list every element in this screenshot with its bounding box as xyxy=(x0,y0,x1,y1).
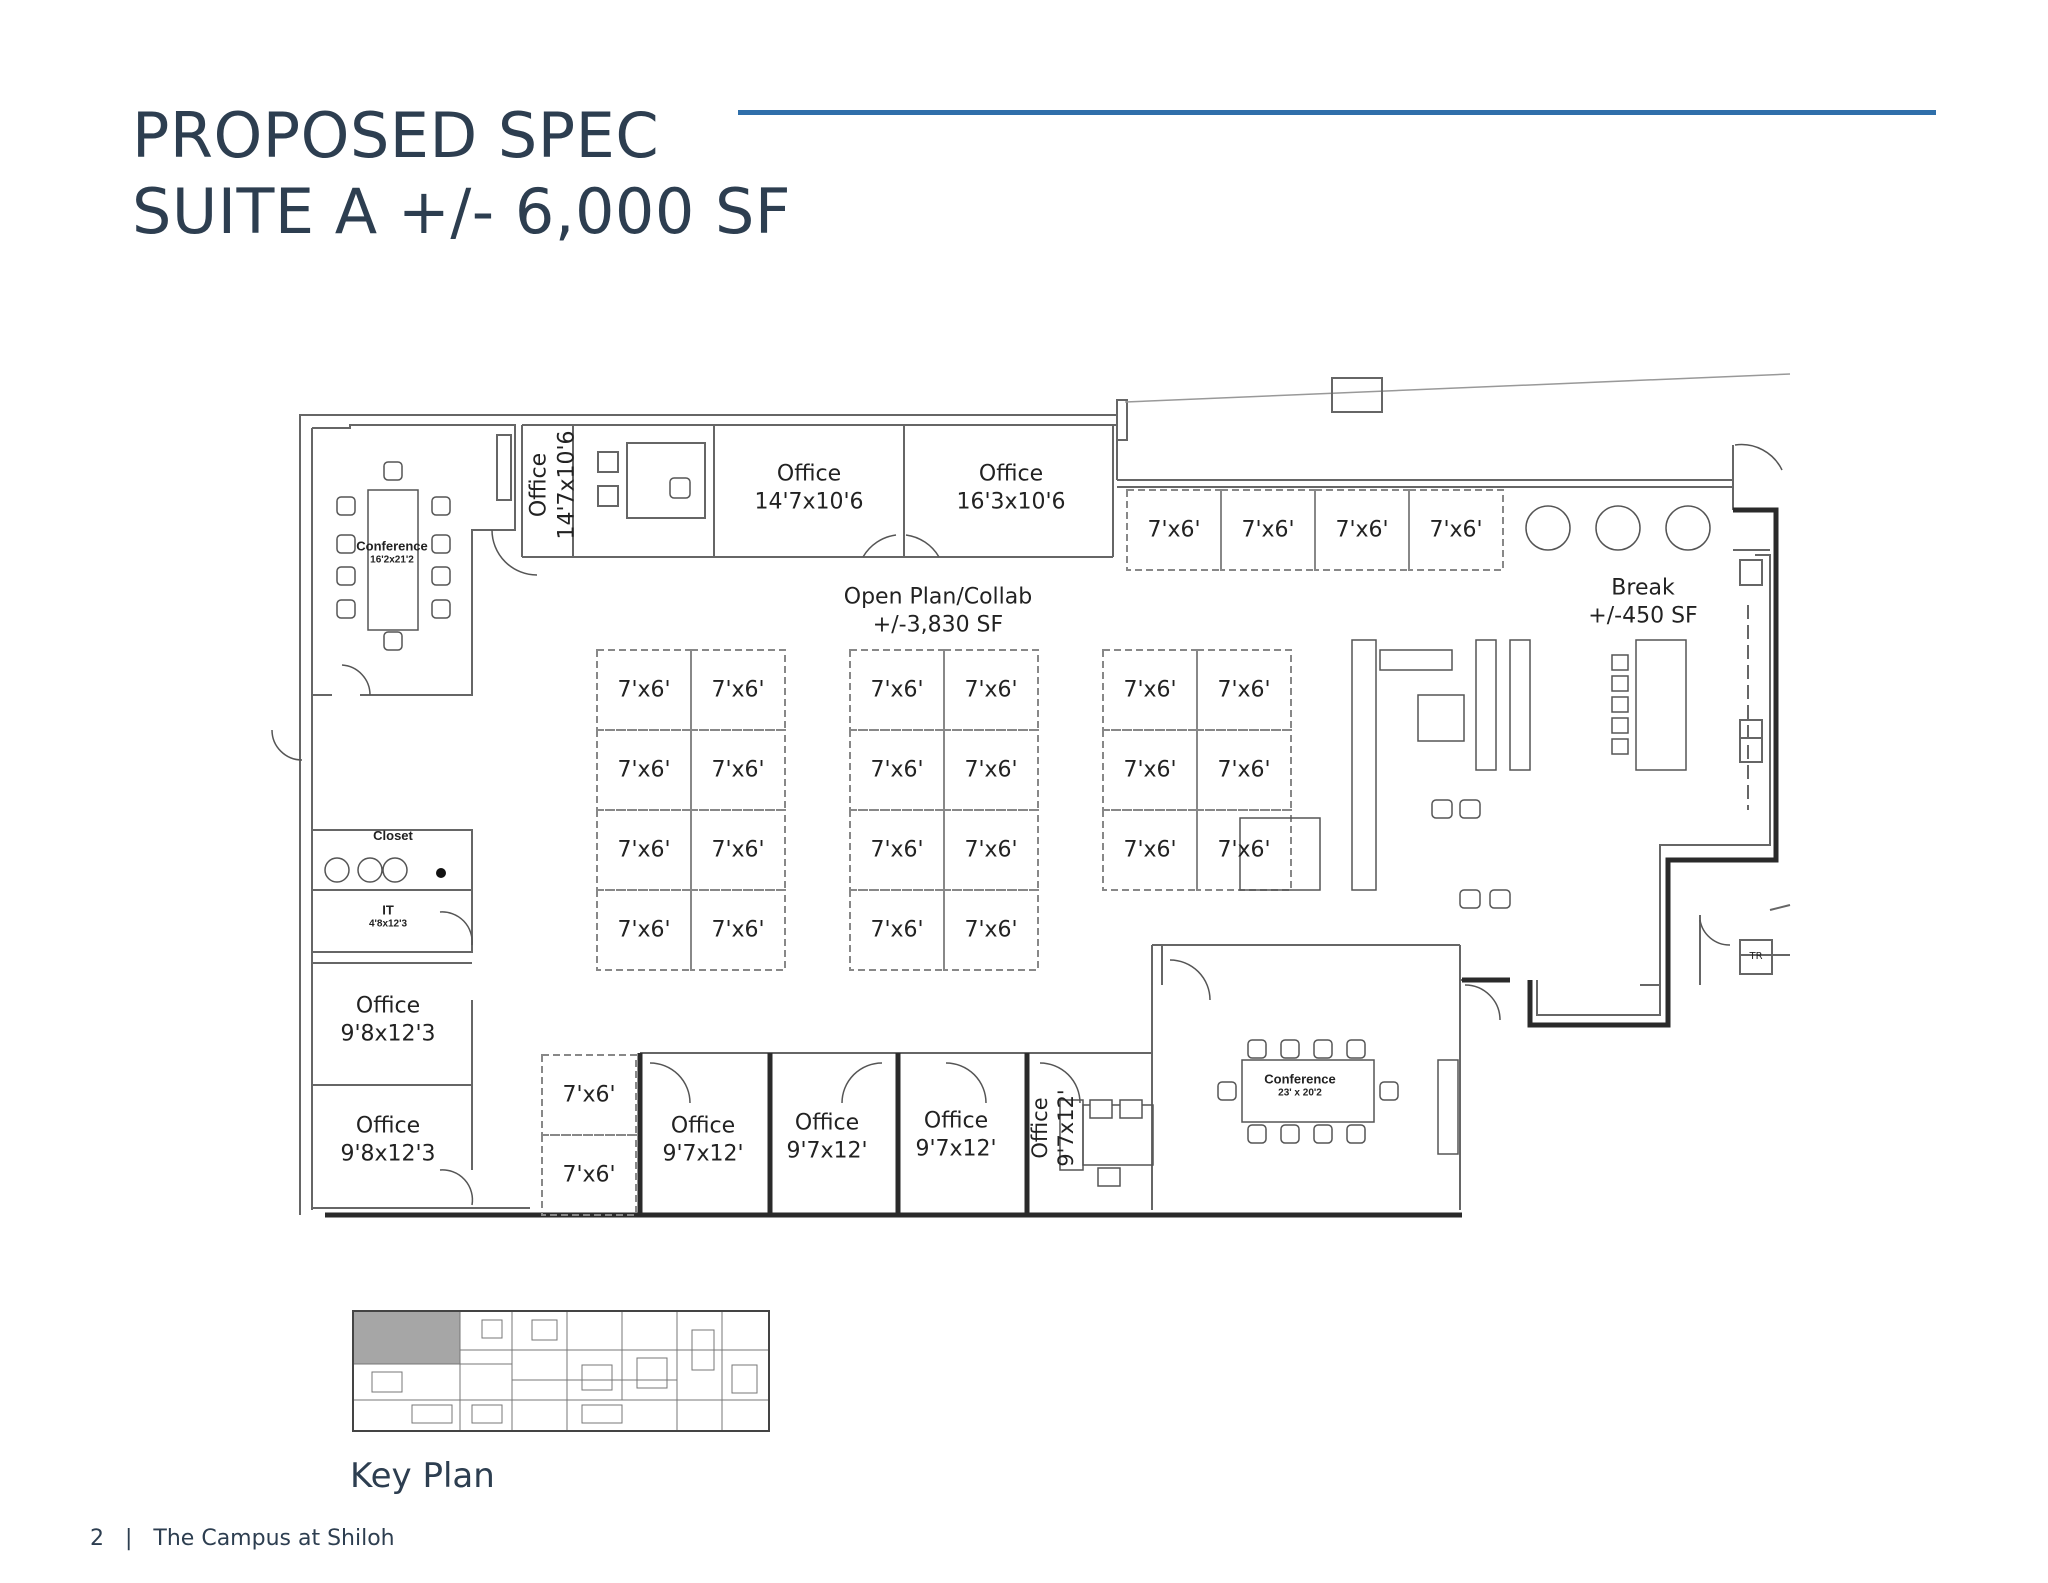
conference-east-size: 23' x 20'2 xyxy=(1278,1087,1322,1099)
conference-west-label: Conference 16'2x21'2 xyxy=(356,539,428,568)
title-line-2: SUITE A +/- 6,000 SF xyxy=(132,175,792,248)
workstation-label: 7'x6' xyxy=(617,757,671,783)
office-south-4-label: Office 9'7x12' xyxy=(1027,1089,1080,1166)
office-south-2-name: Office xyxy=(794,1110,860,1136)
workstation-label: 7'x6' xyxy=(1123,677,1177,703)
workstation-label: 7'x6' xyxy=(1429,517,1483,543)
footer-text: The Campus at Shiloh xyxy=(153,1526,395,1551)
conference-east-name: Conference xyxy=(1264,1071,1336,1087)
workstation-label: 7'x6' xyxy=(617,837,671,863)
office-west-1-size: 9'8x12'3 xyxy=(340,1021,436,1046)
workstation-label: 7'x6' xyxy=(870,917,924,943)
workstation-label: 7'x6' xyxy=(562,1082,616,1108)
office-south-2-label: Office 9'7x12' xyxy=(786,1110,867,1165)
it-size: 4'8x12'3 xyxy=(368,918,408,930)
workstation-label: 7'x6' xyxy=(1217,677,1271,703)
office-top-right-label: Office 16'3x10'6 xyxy=(956,461,1065,516)
office-south-1-label: Office 9'7x12' xyxy=(662,1113,743,1168)
header-accent-rule xyxy=(738,110,1936,115)
office-top-right-size: 16'3x10'6 xyxy=(956,489,1066,514)
workstation-label: 7'x6' xyxy=(1123,757,1177,783)
workstation-label: 7'x6' xyxy=(711,757,765,783)
office-south-4-name: Office xyxy=(1027,1097,1052,1159)
office-west-2-name: Office xyxy=(355,1113,421,1139)
workstation-label: 7'x6' xyxy=(964,917,1018,943)
closet-name: Closet xyxy=(373,827,413,843)
conference-west-size: 16'2x21'2 xyxy=(370,554,414,566)
open-plan-size: +/-3,830 SF xyxy=(872,612,1004,637)
office-west-1-name: Office xyxy=(355,993,421,1019)
key-plan-highlight xyxy=(354,1312,460,1364)
workstation-label: 7'x6' xyxy=(964,837,1018,863)
it-label: IT 4'8x12'3 xyxy=(369,903,407,932)
workstation-label: 7'x6' xyxy=(1241,517,1295,543)
workstation-label: 7'x6' xyxy=(711,677,765,703)
key-plan-label: Key Plan xyxy=(350,1456,495,1496)
office-top-mid-size: 14'7x10'6 xyxy=(754,489,864,514)
office-west-2-size: 9'8x12'3 xyxy=(340,1141,436,1166)
workstation-label: 7'x6' xyxy=(617,917,671,943)
it-name: IT xyxy=(382,902,394,918)
workstation-label: 7'x6' xyxy=(1335,517,1389,543)
workstation-label: 7'x6' xyxy=(1123,837,1177,863)
tr-label: TR xyxy=(1749,950,1763,962)
office-top-mid-name: Office xyxy=(776,461,842,487)
break-size: +/-450 SF xyxy=(1588,603,1698,628)
open-plan-name: Open Plan/Collab xyxy=(843,584,1033,610)
key-plan-thumbnail xyxy=(352,1310,770,1432)
workstation-label: 7'x6' xyxy=(870,677,924,703)
office-south-3-size: 9'7x12' xyxy=(915,1136,997,1161)
workstation-label: 7'x6' xyxy=(870,757,924,783)
chairs xyxy=(336,461,1629,1187)
closet-label: Closet xyxy=(373,828,413,844)
title-line-1: PROPOSED SPEC xyxy=(132,99,660,172)
door-swings xyxy=(271,443,1783,1206)
office-top-small-name: Office xyxy=(526,452,552,518)
conference-west-name: Conference xyxy=(356,538,428,554)
workstation-label: 7'x6' xyxy=(964,677,1018,703)
workstations xyxy=(541,489,1504,1216)
workstation-label: 7'x6' xyxy=(711,917,765,943)
plan-exterior-walls xyxy=(325,507,1779,1218)
furniture xyxy=(324,489,1711,1171)
office-top-mid-label: Office 14'7x10'6 xyxy=(754,461,863,516)
workstation-label: 7'x6' xyxy=(870,837,924,863)
office-south-3-name: Office xyxy=(923,1108,989,1134)
workstation-label: 7'x6' xyxy=(1147,517,1201,543)
plan-walls xyxy=(299,373,1791,1215)
workstation-label: 7'x6' xyxy=(1217,837,1271,863)
office-south-1-size: 9'7x12' xyxy=(662,1141,744,1166)
workstation-label: 7'x6' xyxy=(711,837,765,863)
page-title: PROPOSED SPEC SUITE A +/- 6,000 SF xyxy=(132,98,791,250)
break-label: Break +/-450 SF xyxy=(1588,575,1697,630)
workstation-label: 7'x6' xyxy=(562,1162,616,1188)
office-south-2-size: 9'7x12' xyxy=(786,1138,868,1163)
office-west-1-label: Office 9'8x12'3 xyxy=(340,993,435,1048)
workstation-label: 7'x6' xyxy=(1217,757,1271,783)
office-top-right-name: Office xyxy=(978,461,1044,487)
open-plan-label: Open Plan/Collab +/-3,830 SF xyxy=(844,584,1032,639)
office-south-3-label: Office 9'7x12' xyxy=(915,1108,996,1163)
page-number: 2 xyxy=(90,1526,104,1551)
workstation-label: 7'x6' xyxy=(964,757,1018,783)
office-top-small-size: 14'7x10'6 xyxy=(554,430,579,540)
footer-separator: | xyxy=(125,1526,133,1551)
conference-east-label: Conference 23' x 20'2 xyxy=(1264,1072,1336,1101)
office-south-4-size: 9'7x12' xyxy=(1054,1089,1078,1167)
page-footer: 2 | The Campus at Shiloh xyxy=(90,1526,395,1551)
office-top-small-label: Office 14'7x10'6 xyxy=(526,430,581,539)
office-south-1-name: Office xyxy=(670,1113,736,1139)
office-west-2-label: Office 9'8x12'3 xyxy=(340,1113,435,1168)
break-name: Break xyxy=(1611,575,1675,601)
workstation-label: 7'x6' xyxy=(617,677,671,703)
